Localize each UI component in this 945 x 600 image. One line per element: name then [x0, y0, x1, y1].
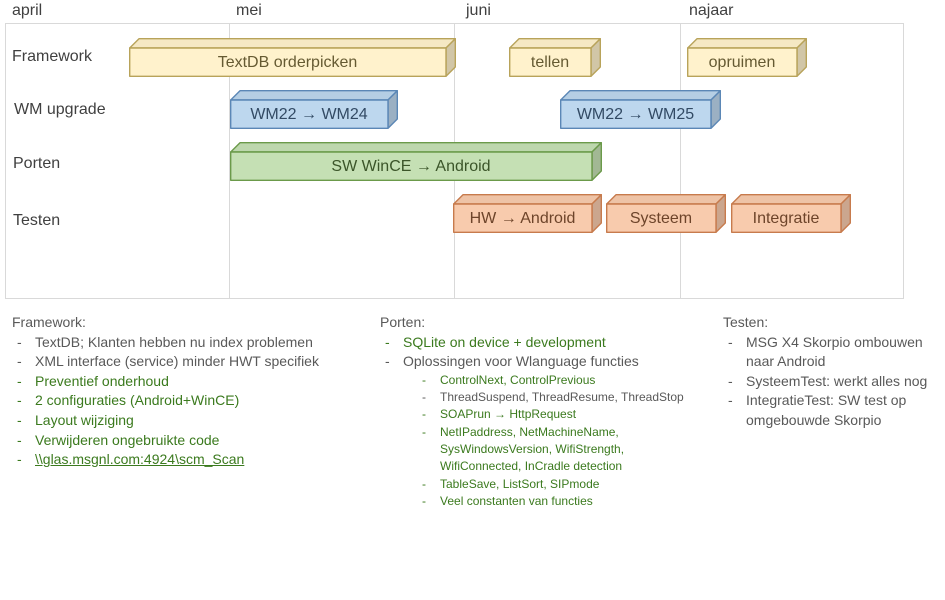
list-item: XML interface (service) minder HWT speci… [12, 352, 367, 372]
bar-shape [229, 141, 602, 181]
list-item: Preventief onderhoud [12, 372, 367, 392]
list-item: TextDB; Klanten hebben nu index probleme… [12, 333, 367, 353]
bar-shape [128, 37, 456, 77]
month-april: april [12, 2, 43, 19]
bar-shape [686, 37, 808, 77]
bar-shape [452, 193, 603, 233]
sub-list-line: NetIPaddress, NetMachineName, [440, 424, 619, 439]
list-line: naar Android [746, 353, 826, 370]
notes-porten: Porten: SQLite on device + development O… [380, 313, 715, 510]
row-label-wm-upgrade: WM upgrade [14, 101, 106, 118]
row-label-porten: Porten [13, 155, 61, 172]
month-juni: juni [466, 2, 491, 19]
list-item: SQLite on device + development [380, 333, 715, 353]
list-item: IntegratieTest: SW test op omgebouwde Sko… [723, 391, 943, 430]
bar-hw-android: HW → Android [452, 193, 603, 233]
sub-list-item: TableSave, ListSort, SIPmode [380, 476, 715, 494]
bar-label: WM22 → WM25 [576, 105, 695, 123]
notes-framework: Framework: TextDB; Klanten hebben nu ind… [12, 313, 367, 470]
list-item[interactable]: \\glas.msgnl.com:4924\scm_Scan [12, 450, 367, 470]
list-line: omgebouwde Skorpio [746, 411, 882, 428]
notes-framework-title: Framework: [12, 314, 86, 330]
bar-label: TextDB orderpicken [217, 53, 358, 71]
bar-shape [605, 193, 727, 233]
sub-list-line: SysWindowsVersion, WifiStrength, [440, 441, 625, 456]
bar-shape [730, 193, 852, 233]
list-item: SysteemTest: werkt alles nog [723, 372, 943, 392]
sub-list-item: NetIPaddress, NetMachineName, SysWindowsV… [380, 424, 715, 476]
bar-wm22-wm25: WM22 → WM25 [559, 89, 722, 129]
list-item: MSG X4 Skorpio ombouwen naar Android [723, 333, 943, 372]
notes-testen-title: Testen: [723, 314, 769, 330]
month-mei: mei [236, 2, 262, 19]
bar-shape [229, 89, 399, 129]
sub-list-line: WifiConnected, InCradle detection [440, 459, 623, 474]
list-line: IntegratieTest: SW test op [746, 392, 907, 409]
list-item: Verwijderen ongebruikte code [12, 431, 367, 451]
bar-label: SW WinCE → Android [331, 157, 491, 175]
bar-label: opruimen [708, 53, 776, 71]
month-najaar: najaar [689, 2, 734, 19]
bar-systeem: Systeem [605, 193, 727, 233]
notes-testen-list: MSG X4 Skorpio ombouwen naar Android Syst… [723, 333, 943, 431]
sub-list-item: ThreadSuspend, ThreadResume, ThreadStop [380, 389, 715, 407]
gridline-mei [229, 23, 230, 299]
list-item: 2 configuraties (Android+WinCE) [12, 391, 367, 411]
bar-label: tellen [530, 53, 570, 71]
bar-opruimen: opruimen [686, 37, 808, 77]
list-line: MSG X4 Skorpio ombouwen [746, 333, 923, 350]
sub-list-item: Veel constanten van functies [380, 493, 715, 511]
notes-framework-list: TextDB; Klanten hebben nu index probleme… [12, 333, 367, 470]
notes-porten-list: SQLite on device + development Oplossing… [380, 333, 715, 511]
bar-wm22-wm24: WM22 → WM24 [229, 89, 399, 129]
bar-label: Systeem [629, 209, 693, 227]
sub-list-item: SOAPrun → HttpRequest [380, 406, 715, 424]
list-item: Layout wijziging [12, 411, 367, 431]
bar-shape [508, 37, 602, 77]
bar-label: HW → Android [469, 209, 576, 227]
notes-testen: Testen: MSG X4 Skorpio ombouwen naar Andr… [723, 313, 943, 431]
row-label-framework: Framework [12, 48, 93, 65]
bar-label: WM22 → WM24 [250, 105, 368, 123]
bar-sw-wince-android: SW WinCE → Android [229, 141, 602, 181]
row-label-testen: Testen [13, 212, 61, 229]
bar-tellen: tellen [508, 37, 602, 77]
gridline-najaar [680, 23, 681, 299]
scm-scan-link[interactable]: \\glas.msgnl.com:4924\scm_Scan [35, 451, 245, 468]
bar-integratie: Integratie [730, 193, 852, 233]
bar-label: Integratie [752, 209, 820, 227]
sub-list-item: ControlNext, ControlPrevious [380, 372, 715, 390]
list-item: Oplossingen voor Wlanguage functies [380, 352, 715, 372]
notes-porten-title: Porten: [380, 314, 426, 330]
bar-shape [559, 89, 722, 129]
bar-textdb-orderpicken: TextDB orderpicken [128, 37, 456, 77]
